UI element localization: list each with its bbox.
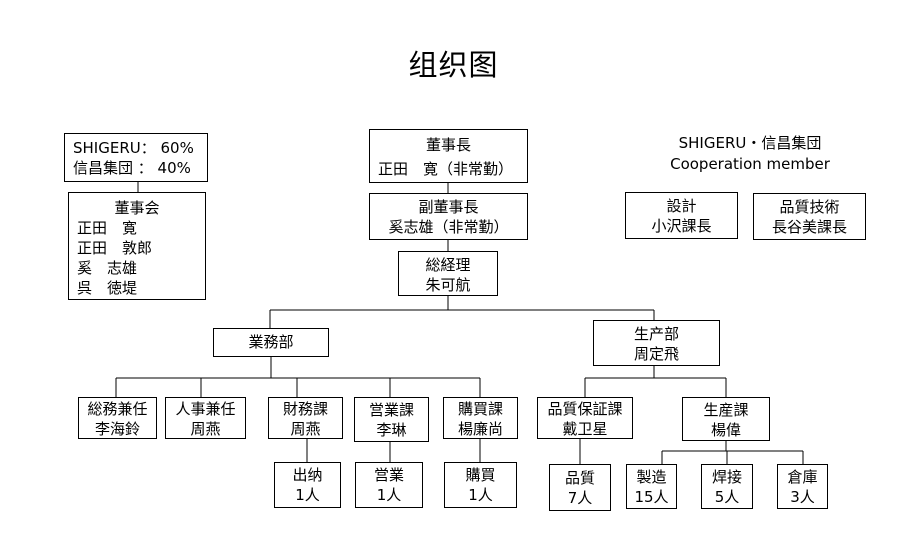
chairman-title: 董事長: [425, 136, 471, 154]
section-production-name: 楊偉: [710, 421, 741, 439]
section-finance-box: 財務課 周燕: [268, 397, 343, 439]
shareholder-shigeru: SHIGERU： 60%: [73, 139, 194, 157]
section-general-name: 李海鈴: [94, 420, 140, 438]
section-production-box: 生産課 楊偉: [682, 397, 770, 441]
unit-cashier-title: 出纳: [292, 466, 323, 484]
unit-warehouse-box: 倉庫 3人: [777, 464, 828, 509]
section-qa-name: 戴卫星: [562, 420, 608, 438]
board-member: 正田 寛: [77, 219, 138, 237]
chart-title: 组织图: [408, 48, 499, 82]
board-box: 董事会 正田 寛 正田 敦郎 奚 志雄 呉 徳堤: [68, 192, 206, 300]
unit-cashier-box: 出纳 1人: [274, 462, 341, 508]
coop-heading-block: SHIGERU・信昌集団 Cooperation member: [650, 133, 850, 175]
chairman-name: 正田 寛（非常勤）: [378, 160, 514, 178]
section-production-title: 生産課: [703, 401, 749, 419]
unit-purchase-title: 購買: [465, 466, 496, 484]
section-general-box: 総務兼任 李海鈴: [78, 397, 157, 439]
production-dept-name: 周定飛: [633, 345, 679, 363]
section-purchase-name: 楊廉尚: [457, 420, 503, 438]
board-member: 正田 敦郎: [77, 239, 153, 257]
coop-heading: SHIGERU・信昌集団: [678, 134, 822, 152]
design-title: 設計: [666, 197, 697, 215]
unit-quality-box: 品質 7人: [549, 464, 611, 511]
production-dept-title: 生产部: [633, 325, 679, 343]
section-hr-box: 人事兼任 周燕: [165, 397, 246, 439]
unit-manufacturing-count: 15人: [634, 488, 669, 506]
section-sales-title: 営業課: [368, 401, 414, 419]
quality-tech-name: 長谷美課長: [771, 218, 847, 236]
business-dept-title: 業務部: [248, 333, 294, 351]
production-dept-box: 生产部 周定飛: [593, 320, 720, 366]
unit-welding-box: 焊接 5人: [701, 464, 753, 509]
shareholders-box: SHIGERU： 60% 信昌集団 ： 40%: [64, 133, 208, 182]
gm-title: 総経理: [425, 256, 471, 274]
unit-purchase-count: 1人: [468, 486, 493, 504]
design-name: 小沢課長: [651, 217, 712, 235]
section-finance-name: 周燕: [290, 420, 321, 438]
design-box: 設計 小沢課長: [625, 192, 738, 239]
unit-purchase-box: 購買 1人: [444, 462, 517, 508]
business-dept-box: 業務部: [213, 328, 329, 357]
unit-sales-box: 営業 1人: [355, 462, 423, 508]
unit-quality-title: 品質: [564, 469, 595, 487]
gm-name: 朱可航: [425, 276, 471, 294]
unit-cashier-count: 1人: [295, 486, 320, 504]
vice-chairman-box: 副董事長 奚志雄（非常勤）: [369, 193, 528, 240]
section-general-title: 総務兼任: [87, 400, 148, 418]
shareholder-xinchang: 信昌集団 ： 40%: [73, 159, 191, 177]
unit-sales-count: 1人: [376, 486, 402, 504]
section-qa-title: 品質保証課: [547, 400, 623, 418]
section-purchase-title: 購買課: [457, 400, 503, 418]
coop-subheading: Cooperation member: [670, 155, 830, 173]
vice-chairman-name: 奚志雄（非常勤）: [388, 218, 509, 236]
section-hr-title: 人事兼任: [175, 400, 236, 418]
unit-sales-title: 営業: [373, 466, 404, 484]
vice-chairman-title: 副董事長: [418, 198, 479, 216]
section-sales-name: 李琳: [376, 421, 407, 439]
board-title: 董事会: [114, 199, 160, 217]
unit-quality-count: 7人: [567, 489, 593, 507]
unit-welding-count: 5人: [714, 488, 740, 506]
unit-manufacturing-title: 製造: [636, 468, 667, 486]
unit-warehouse-count: 3人: [790, 488, 815, 506]
section-qa-box: 品質保証課 戴卫星: [537, 397, 633, 439]
unit-warehouse-title: 倉庫: [787, 468, 818, 486]
unit-welding-title: 焊接: [711, 468, 742, 486]
section-finance-title: 財務課: [282, 400, 328, 418]
quality-tech-box: 品質技術 長谷美課長: [753, 193, 866, 240]
unit-manufacturing-box: 製造 15人: [626, 464, 677, 509]
chairman-box: 董事長 正田 寛（非常勤）: [369, 129, 528, 183]
quality-tech-title: 品質技術: [779, 198, 840, 216]
section-hr-name: 周燕: [190, 420, 221, 438]
board-member: 奚 志雄: [77, 259, 138, 277]
section-sales-box: 営業課 李琳: [354, 397, 429, 442]
board-member: 呉 徳堤: [77, 279, 138, 297]
gm-box: 総経理 朱可航: [398, 251, 498, 296]
section-purchase-box: 購買課 楊廉尚: [443, 397, 518, 439]
